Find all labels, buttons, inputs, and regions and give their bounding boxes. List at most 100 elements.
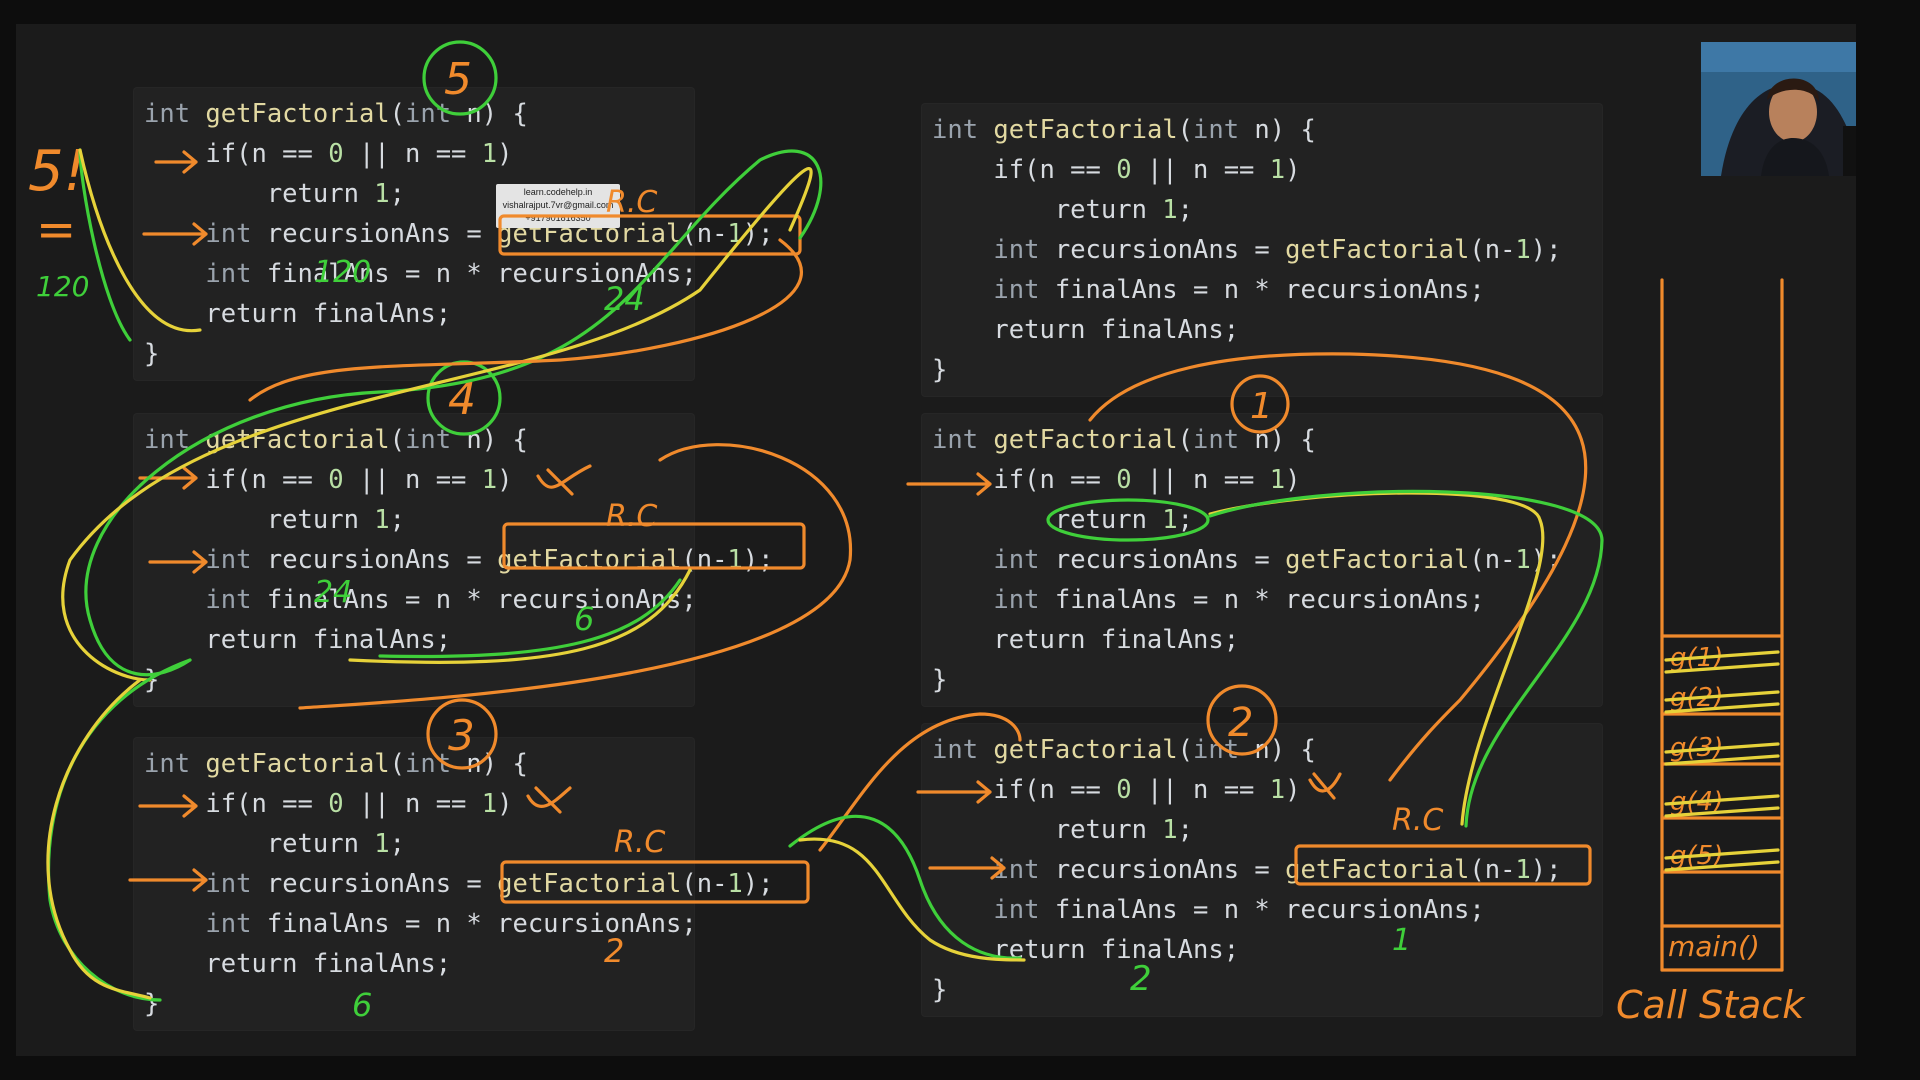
- code-token: recursionAns =: [1039, 855, 1286, 885]
- code-line: if(n == 0 || n == 1): [932, 770, 1562, 810]
- code-token: [978, 115, 993, 145]
- code-token: int: [1193, 115, 1240, 145]
- code-token: ): [497, 139, 513, 169]
- presenter-webcam: [1701, 42, 1856, 176]
- watermark-email: vishalrajput.7vr@gmail.com: [502, 200, 614, 210]
- code-token: [932, 855, 993, 885]
- code-token: int: [205, 869, 252, 899]
- code-token: [932, 585, 993, 615]
- code-line: int recursionAns = getFactorial(n-1);: [932, 540, 1562, 580]
- code-panel-bottom-left: int getFactorial(int n) { if(n == 0 || n…: [134, 738, 774, 1030]
- code-block: int getFactorial(int n) { if(n == 0 || n…: [932, 110, 1562, 390]
- code-token: return finalAns;: [932, 315, 1240, 345]
- code-token: finalAns = n * recursionAns;: [1039, 585, 1485, 615]
- code-line: return 1;: [932, 500, 1562, 540]
- code-token: 1: [481, 465, 498, 495]
- code-line: int finalAns = n * recursionAns;: [144, 580, 774, 620]
- code-token: 0: [1116, 465, 1132, 495]
- code-token: [144, 585, 205, 615]
- code-line: return finalAns;: [932, 930, 1562, 970]
- code-token: [144, 909, 205, 939]
- code-token: 1: [481, 789, 498, 819]
- code-token: ;: [389, 829, 406, 859]
- code-line: return finalAns;: [932, 620, 1562, 660]
- code-token: int: [1193, 735, 1240, 765]
- code-token: return: [932, 505, 1163, 535]
- code-line: int recursionAns = getFactorial(n-1);: [932, 230, 1561, 270]
- code-panel-mid-left: int getFactorial(int n) { if(n == 0 || n…: [134, 414, 774, 706]
- code-token: if(n ==: [144, 465, 329, 495]
- code-token: [190, 425, 205, 455]
- code-token: int: [1193, 425, 1240, 455]
- code-token: if(n ==: [932, 465, 1117, 495]
- code-token: return finalAns;: [144, 625, 452, 655]
- code-token: return finalAns;: [932, 935, 1240, 965]
- code-block: int getFactorial(int n) { if(n == 0 || n…: [144, 420, 774, 700]
- code-line: int recursionAns = getFactorial(n-1);: [144, 540, 773, 580]
- code-token: int: [205, 909, 252, 939]
- code-token: (: [389, 99, 406, 129]
- code-token: [144, 259, 205, 289]
- code-token: [932, 545, 993, 575]
- code-token: return: [144, 829, 375, 859]
- code-token: }: [932, 975, 948, 1005]
- code-line: int finalAns = n * recursionAns;: [932, 270, 1562, 310]
- code-token: (: [1177, 735, 1194, 765]
- code-token: 1: [1162, 815, 1178, 845]
- code-token: || n ==: [343, 789, 482, 819]
- code-token: finalAns = n * recursionAns;: [251, 909, 697, 939]
- code-line: }: [932, 970, 1562, 1010]
- code-token: (n-: [681, 869, 728, 899]
- watermark-phone: +917901816350: [525, 213, 591, 223]
- code-token: ;: [1177, 505, 1194, 535]
- code-token: int: [993, 275, 1040, 305]
- code-token: return finalAns;: [144, 299, 452, 329]
- code-line: int getFactorial(int n) {: [144, 94, 774, 134]
- code-line: return 1;: [144, 174, 774, 214]
- code-token: );: [1530, 855, 1562, 885]
- code-token: recursionAns =: [1039, 545, 1286, 575]
- code-token: (n-: [1469, 855, 1516, 885]
- watermark-site: learn.codehelp.in: [523, 187, 593, 197]
- code-token: (: [1177, 115, 1194, 145]
- code-token: return: [932, 815, 1163, 845]
- code-token: 0: [328, 465, 344, 495]
- code-line: return 1;: [932, 810, 1562, 850]
- code-token: (n-: [1469, 235, 1516, 265]
- code-token: || n ==: [1131, 465, 1270, 495]
- code-line: int getFactorial(int n) {: [932, 110, 1562, 150]
- code-token: 1: [727, 869, 743, 899]
- code-line: int finalAns = n * recursionAns;: [932, 890, 1562, 930]
- lecture-canvas: int getFactorial(int n) { if(n == 0 || n…: [16, 24, 1856, 1056]
- code-token: int: [993, 895, 1040, 925]
- watermark: learn.codehelp.in vishalrajput.7vr@gmail…: [496, 184, 620, 228]
- code-line: int finalAns = n * recursionAns;: [144, 254, 774, 294]
- code-token: getFactorial: [993, 735, 1178, 765]
- code-block: int getFactorial(int n) { if(n == 0 || n…: [932, 730, 1562, 1010]
- code-token: }: [144, 989, 160, 1019]
- code-token: return: [144, 505, 375, 535]
- code-token: [932, 895, 993, 925]
- code-token: getFactorial: [497, 869, 682, 899]
- code-token: [144, 545, 205, 575]
- code-token: ;: [1177, 815, 1194, 845]
- code-block: int getFactorial(int n) { if(n == 0 || n…: [144, 744, 774, 1024]
- code-token: getFactorial: [1285, 545, 1470, 575]
- code-token: [144, 869, 205, 899]
- code-token: || n ==: [1131, 155, 1270, 185]
- code-token: getFactorial: [205, 749, 390, 779]
- code-token: 0: [328, 789, 344, 819]
- code-token: getFactorial: [993, 115, 1178, 145]
- code-token: 1: [1515, 855, 1531, 885]
- code-token: );: [1530, 545, 1562, 575]
- code-token: int: [205, 545, 252, 575]
- code-token: finalAns = n * recursionAns;: [251, 585, 697, 615]
- code-token: ;: [389, 179, 406, 209]
- code-token: ): [1285, 775, 1301, 805]
- code-token: int: [205, 219, 252, 249]
- code-token: }: [932, 665, 948, 695]
- code-token: int: [205, 585, 252, 615]
- code-token: );: [742, 869, 774, 899]
- code-token: || n ==: [343, 465, 482, 495]
- code-line: return 1;: [144, 824, 774, 864]
